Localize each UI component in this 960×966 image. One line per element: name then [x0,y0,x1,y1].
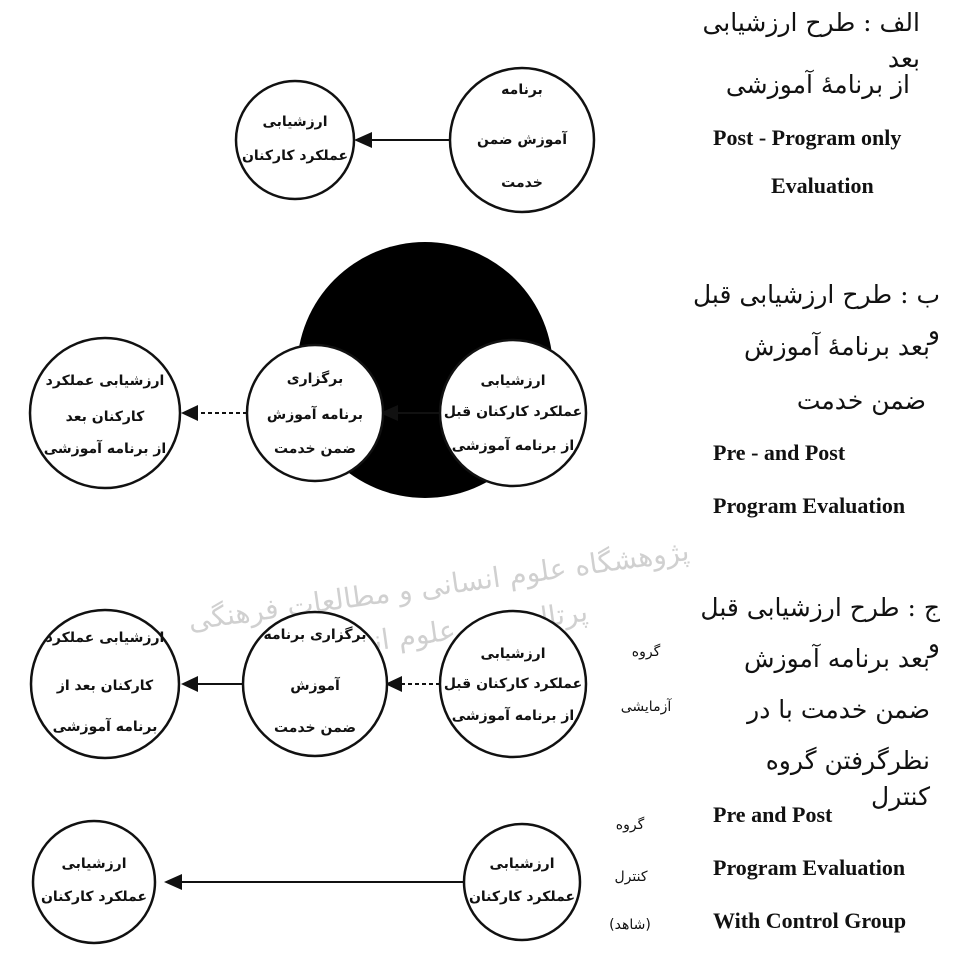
design-b-pre-line-3: از برنامه آموزشی [452,436,574,454]
design-b-title-en-2: Program Evaluation [713,493,906,518]
design-b-program-line-2: برنامه آموزش [267,405,363,423]
design-c-title-fa-3: ضمن خدمت با در [747,695,930,724]
design-c-control-arrowhead [164,874,182,890]
design-c-post-line-3: برنامه آموزشی [53,717,158,735]
design-c-control-flow: ارزشیابی عملکرد کارکنان ارزشیابی عملکرد … [31,816,651,945]
design-c-title-fa-4: نظرگرفتن گروه کنترل [765,746,930,811]
design-a-evaluation-line-2: عملکرد کارکنان [242,148,348,164]
design-c-pre-line-3: از برنامه آموزشی [452,706,574,724]
design-c-pre-line-1: ارزشیابی [480,646,545,662]
design-b-pre-line-2: عملکرد کارکنان قبل [444,404,582,420]
design-a-evaluation-circle [234,79,356,201]
control-group-label-line-2: کنترل [614,869,647,885]
design-c-program-line-3: ضمن خدمت [274,720,356,736]
design-b-pre-line-1: ارزشیابی [480,373,545,389]
design-c-post-evaluation-circle [29,608,181,760]
design-a-title-en-1: Post - Program only [713,125,902,150]
design-b-title-fa-2: بعد برنامهٔ آموزش [744,332,930,361]
design-b-post-line-3: از برنامه آموزشی [44,439,166,457]
design-b-program-line-3: ضمن خدمت [274,441,356,457]
design-a-program-line-1: برنامه [501,82,543,98]
design-b-post-evaluation-circle [28,336,182,490]
design-c-arrowhead-1 [385,676,402,692]
experimental-group-label-line-1: گروه [632,643,661,660]
design-a-evaluation-line-1: ارزشیابی [262,114,327,130]
design-c-title-fa-1: ج : طرح ارزشیابی قبل و [700,593,940,658]
design-c-control-pre-circle [462,822,582,942]
design-c-title-en-1: Pre and Post [713,802,833,827]
design-b-program-line-1: برگزاری [287,370,344,387]
design-c-control-pre-line-2: عملکرد کارکنان [469,889,575,905]
design-a-flow: برنامه آموزش ضمن خدمت ارزشیابی عملکرد کا… [234,66,596,214]
design-c-title-en-3: With Control Group [713,908,907,933]
design-a-title-fa-2: از برنامهٔ آموزشی [725,70,910,99]
design-c-program-line-1: برگزاری برنامه [263,626,366,643]
design-a-arrowhead [354,132,372,148]
design-a-title-fa-1: الف : طرح ارزشیابی بعد [702,8,920,73]
design-c-experimental-flow: ارزشیابی عملکرد کارکنان قبل از برنامه آم… [29,608,673,760]
design-c-title-en-2: Program Evaluation [713,855,906,880]
design-a-title-en-2: Evaluation [771,173,874,198]
design-c-control-post-line-2: عملکرد کارکنان [41,889,147,905]
design-b-title-fa-1: ب : طرح ارزشیابی قبل و [693,280,940,345]
experimental-group-label-line-2: آزمایشی [621,698,673,715]
design-c-title-fa-2: بعد برنامه آموزش [744,644,930,673]
design-c-arrowhead-2 [181,676,198,692]
design-c-control-post-line-1: ارزشیابی [61,856,126,872]
design-c-control-pre-line-1: ارزشیابی [489,856,554,872]
control-group-label-line-3: (شاهد) [609,917,651,933]
design-a-program-line-2: آموزش ضمن [477,130,568,148]
design-b-title-fa-3: ضمن خدمت [796,386,926,415]
control-group-label-line-1: گروه [616,816,645,833]
design-b-post-line-1: ارزشیابی عملکرد [46,373,165,389]
design-c-post-line-1: ارزشیابی عملکرد [46,630,165,646]
design-c-control-post-circle [31,819,157,945]
design-b-post-line-2: کارکنان بعد [66,409,145,425]
design-b-arrowhead-1 [380,405,398,421]
design-b-title-en-1: Pre - and Post [713,440,846,465]
design-c-program-line-2: آموزش [290,676,341,694]
design-c-pre-line-2: عملکرد کارکنان قبل [444,676,582,692]
design-a-program-line-3: خدمت [501,175,543,191]
design-b-flow: ارزشیابی عملکرد کارکنان قبل از برنامه آم… [28,336,588,490]
design-b-arrowhead-2 [181,405,198,421]
design-c-post-line-2: کارکنان بعد از [56,678,154,694]
